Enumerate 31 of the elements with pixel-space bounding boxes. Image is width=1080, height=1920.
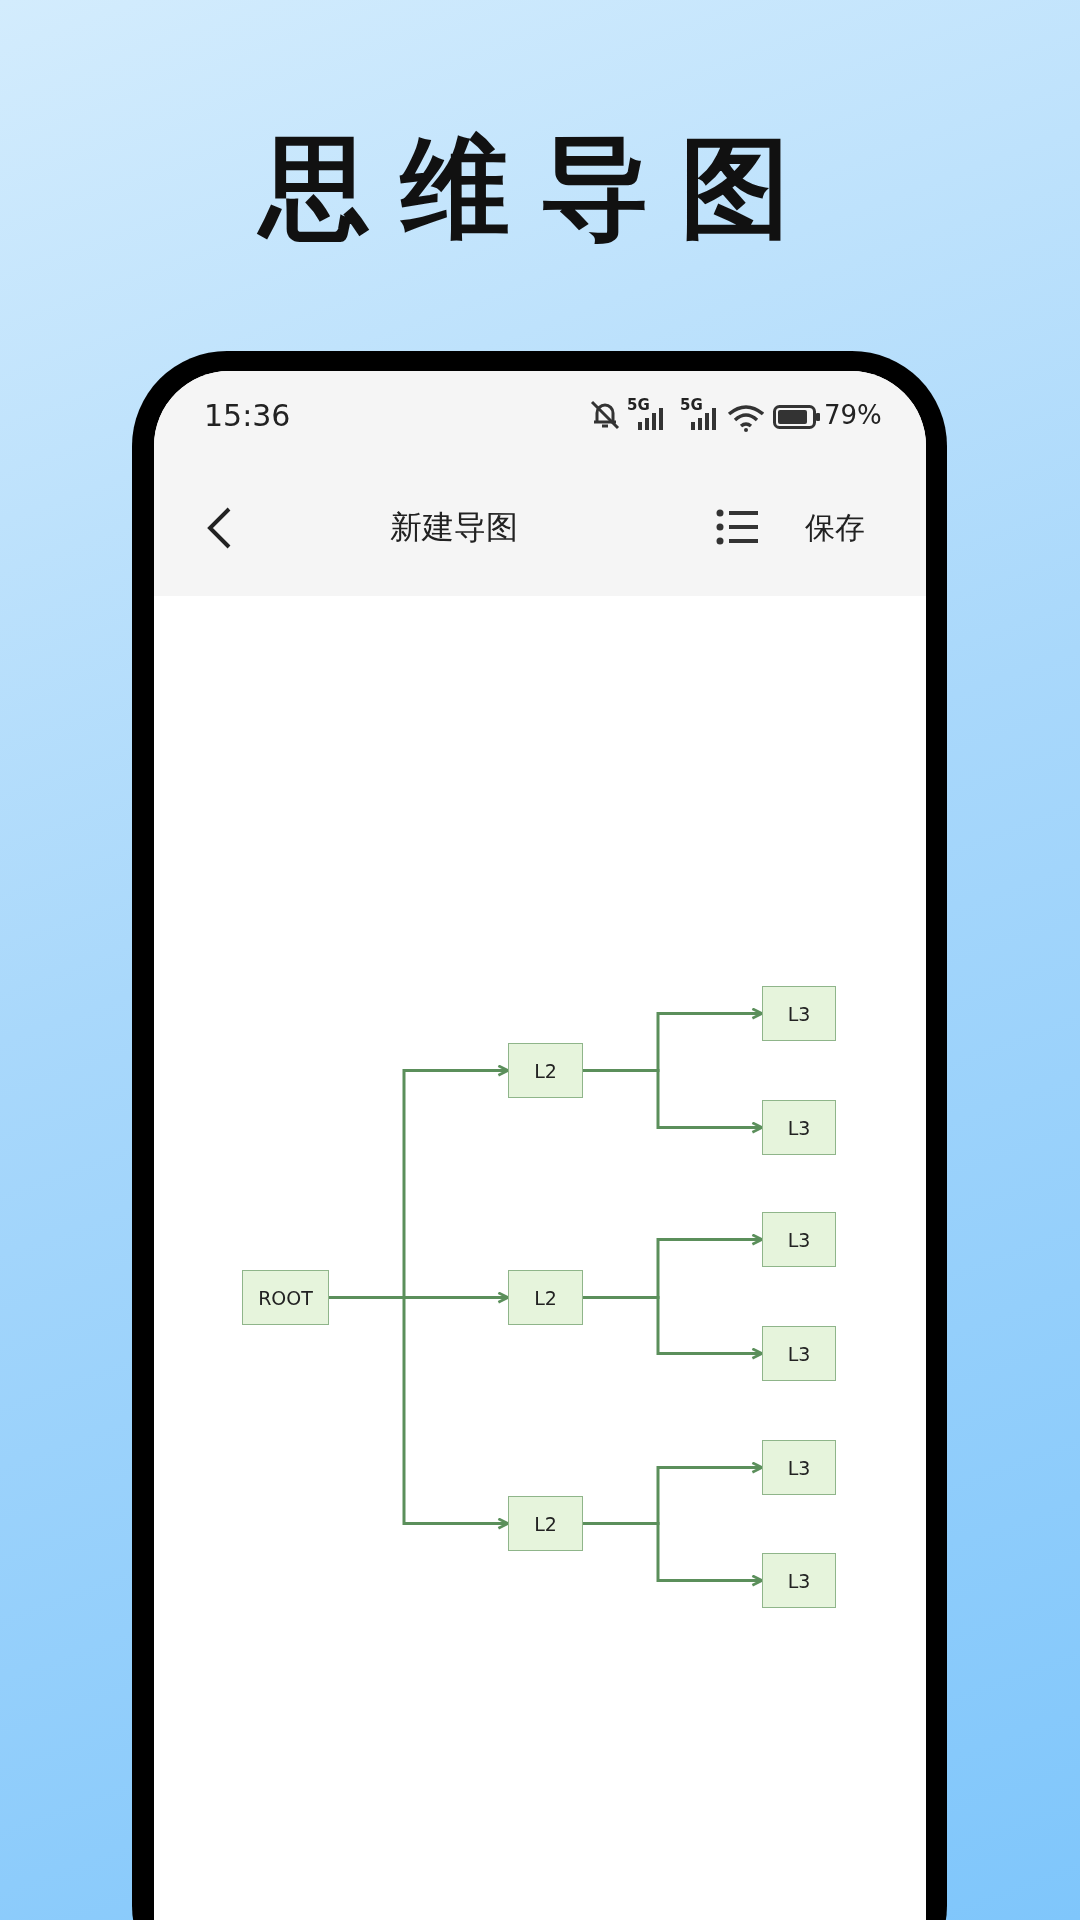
mind-map-node — [508, 1496, 583, 1551]
title: 思维导图 — [0, 115, 1080, 264]
node-label: L2 — [534, 1512, 557, 1535]
node-label: L3 — [787, 1569, 811, 1592]
save-link: 保存 — [805, 509, 865, 547]
battery-percentage: 79% — [824, 400, 882, 430]
clock-time: 15:36 — [204, 398, 291, 433]
arrow — [583, 1522, 764, 1587]
node-label: L3 — [787, 1456, 811, 1479]
mind-map-node — [762, 1100, 836, 1155]
mind-map-node — [242, 1270, 329, 1325]
node-label: ROOT — [258, 1286, 313, 1309]
network-type: 5G — [680, 396, 703, 414]
mind-map-node — [508, 1043, 583, 1098]
network-type: 5G — [627, 396, 650, 414]
mind-map-node — [762, 986, 836, 1041]
arrow — [583, 1296, 764, 1360]
arrow — [583, 1069, 764, 1134]
mind-map-node — [762, 1553, 836, 1608]
arrow — [329, 1296, 510, 1530]
node-label: L3 — [787, 1002, 811, 1025]
node-label: L2 — [534, 1059, 557, 1082]
screen-title: 新建导图 — [390, 507, 518, 548]
node-label: L3 — [787, 1116, 811, 1139]
mind-map-node — [762, 1212, 836, 1267]
mind-map-node — [762, 1326, 836, 1381]
node-label: L3 — [787, 1342, 811, 1365]
mind-map-node — [508, 1270, 583, 1325]
node-label: L2 — [534, 1286, 557, 1309]
node-label: L3 — [787, 1228, 811, 1251]
mind-map-node — [762, 1440, 836, 1495]
